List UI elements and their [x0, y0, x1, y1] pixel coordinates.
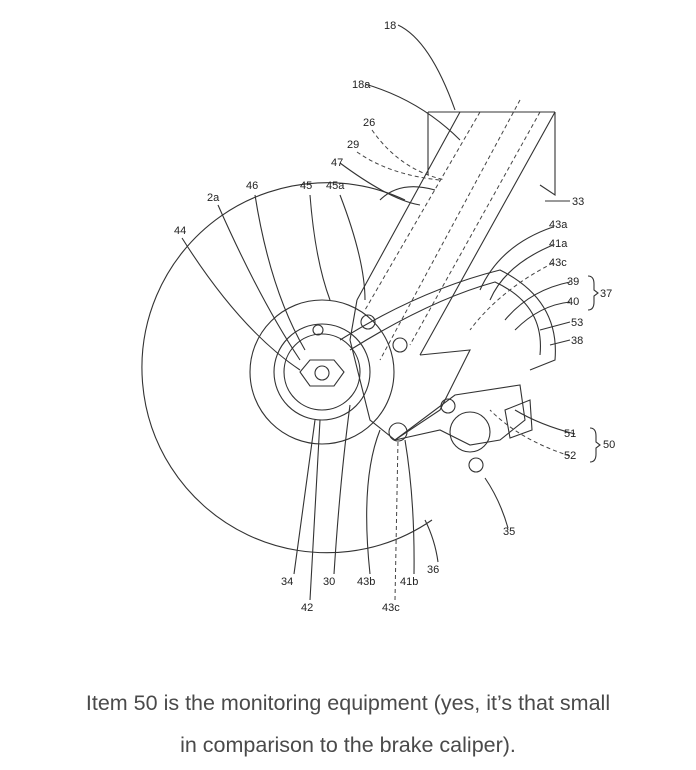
label-45a: 45a [326, 180, 345, 192]
label-18a: 18a [352, 79, 371, 91]
label-30: 30 [323, 576, 335, 588]
caliper-bolt-lower [468, 457, 484, 473]
bracket-bolt-2 [392, 337, 408, 353]
label-45: 45 [300, 180, 312, 192]
wheel-hub-ring [273, 323, 371, 421]
label-33: 33 [572, 196, 584, 208]
label-39: 39 [567, 276, 579, 288]
label-43c-bottom: 43c [382, 602, 400, 614]
figure-caption: Item 50 is the monitoring equipment (yes… [0, 682, 696, 766]
fork-bolt [388, 422, 408, 442]
brake-hose [339, 269, 556, 371]
label-38: 38 [571, 335, 583, 347]
label-26: 26 [363, 117, 375, 129]
label-41b: 41b [400, 576, 418, 588]
label-2a: 2a [207, 192, 220, 204]
label-43a: 43a [549, 219, 568, 231]
label-44: 44 [174, 225, 186, 237]
sensor-unit [504, 399, 533, 439]
bracket-bolt-1 [360, 314, 376, 330]
caliper-body [394, 384, 526, 446]
label-42: 42 [301, 602, 313, 614]
axle-center [314, 365, 330, 381]
fork-leg [349, 299, 471, 441]
caption-line-1: Item 50 is the monitoring equipment (yes… [85, 691, 611, 715]
fork-inner-line [364, 111, 541, 346]
axle-nut [299, 359, 345, 387]
label-36: 36 [427, 564, 439, 576]
label-34: 34 [281, 576, 293, 588]
bracket-37 [587, 275, 599, 311]
fork-tube [356, 111, 556, 356]
dashed-leaders [356, 129, 571, 601]
label-53: 53 [571, 317, 583, 329]
label-46: 46 [246, 180, 258, 192]
caliper-bolt-upper [440, 398, 456, 414]
label-41a: 41a [549, 238, 568, 250]
reference-labels: 18 18a 26 29 47 2a 46 45 45a 44 33 43a 4… [174, 20, 615, 614]
brake-disc-outline [141, 182, 433, 554]
wheel-hub-inner [283, 333, 361, 411]
label-40: 40 [567, 296, 579, 308]
leader-lines [181, 24, 576, 601]
patent-drawing-brake-caliper: 18 18a 26 29 47 2a 46 45 45a 44 33 43a 4… [141, 20, 615, 614]
label-37: 37 [600, 288, 612, 300]
bracket-50 [589, 427, 601, 463]
fork-centerline [379, 99, 521, 361]
label-50: 50 [603, 439, 615, 451]
caliper-piston [449, 411, 491, 453]
label-29: 29 [347, 139, 359, 151]
wheel-hub-outer [249, 299, 395, 445]
label-18: 18 [384, 20, 396, 32]
label-35: 35 [503, 526, 515, 538]
label-43c-right: 43c [549, 257, 567, 269]
label-51: 51 [564, 428, 576, 440]
label-47: 47 [331, 157, 343, 169]
caption-line-2: in comparison to the brake caliper). [180, 733, 516, 757]
label-43b: 43b [357, 576, 375, 588]
label-52: 52 [564, 450, 576, 462]
bracket-bolt-3 [312, 324, 324, 336]
